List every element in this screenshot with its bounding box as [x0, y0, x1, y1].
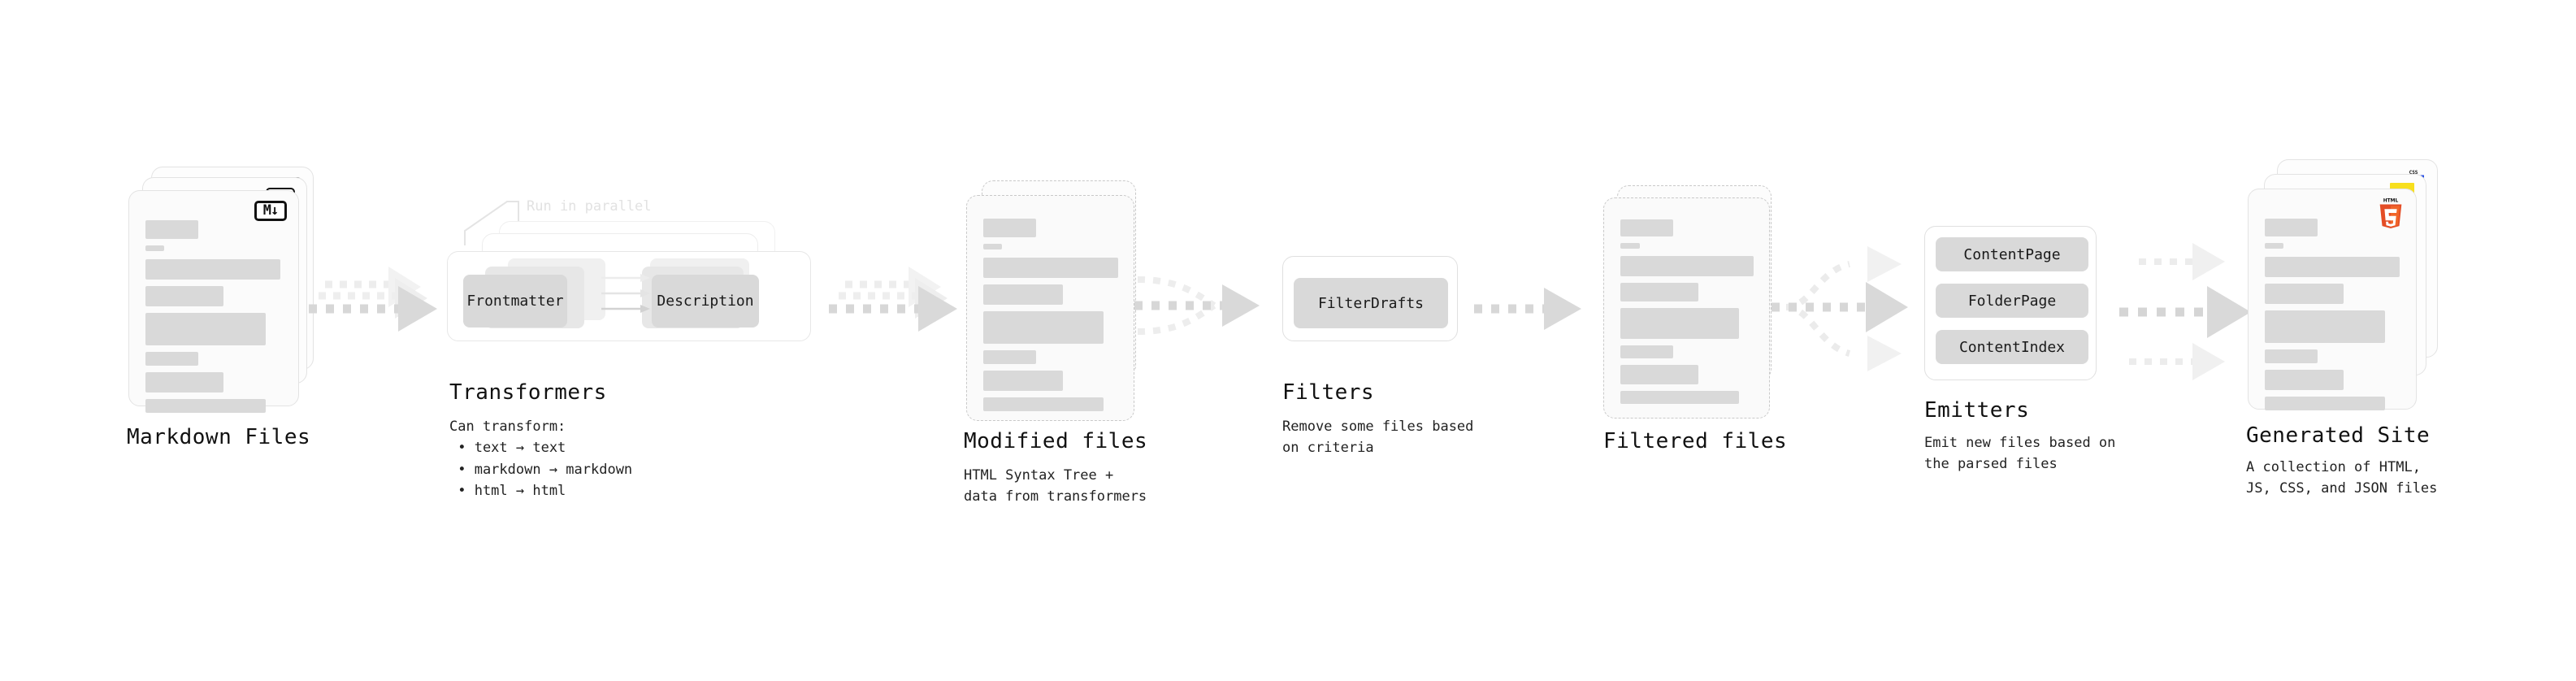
stage-title-modified-files: Modified files [964, 429, 1148, 453]
flow-arrow-markdown-to-transformers [309, 267, 437, 332]
bar [983, 219, 1036, 237]
bar [983, 371, 1063, 391]
bar [2265, 284, 2344, 304]
transformer-chip-description[interactable]: Description [652, 275, 759, 327]
bar [145, 313, 266, 345]
emitter-chip-contentpage[interactable]: ContentPage [1936, 237, 2088, 271]
bar [145, 220, 198, 239]
bar [983, 244, 1002, 249]
bar [145, 286, 223, 306]
flow-arrow-transformers-to-modified [829, 267, 957, 332]
emitter-chip-folderpage[interactable]: FolderPage [1936, 284, 2088, 318]
bar [1620, 256, 1754, 276]
bar [1620, 219, 1673, 236]
emitter-chip-contentindex[interactable]: ContentIndex [1936, 330, 2088, 364]
stage-description-emitters: Emit new files based on the parsed files [1924, 435, 2116, 473]
stage-description-modified-files: HTML Syntax Tree + data from transformer… [964, 467, 1147, 505]
flow-arrow-emitters-to-site [2119, 243, 2251, 380]
bar [983, 397, 1104, 411]
bar [983, 311, 1104, 344]
bar [145, 245, 164, 251]
svg-text:CSS: CSS [2409, 170, 2418, 176]
filter-chip-filterdrafts[interactable]: FilterDrafts [1294, 278, 1448, 328]
html5-badge-icon: HTML [2379, 199, 2402, 228]
bar [2265, 219, 2318, 236]
flow-arrow-filters-to-filtered [1474, 288, 1581, 330]
bar [2265, 397, 2385, 410]
markdown-file-card-front: M↓ [128, 190, 299, 413]
bar [1620, 391, 1739, 404]
bar [983, 284, 1063, 305]
document-placeholder-bars [1620, 219, 1754, 410]
modified-file-card-front [966, 195, 1134, 421]
stage-title-filters: Filters [1282, 380, 1375, 405]
bar [983, 258, 1118, 278]
generated-site-card-html: HTML [2248, 189, 2417, 410]
bar [2265, 243, 2283, 249]
stage-description-transformers: Can transform: • text → text • markdown … [449, 419, 633, 500]
document-placeholder-bars [2265, 219, 2401, 417]
stage-title-transformers: Transformers [449, 380, 607, 405]
bar [1620, 308, 1739, 339]
stage-title-filtered-files: Filtered files [1603, 429, 1788, 453]
stage-description-generated-site: A collection of HTML, JS, CSS, and JSON … [2246, 459, 2438, 497]
bar [1620, 365, 1698, 384]
document-placeholder-bars [983, 219, 1119, 418]
bar [2265, 257, 2400, 277]
bar [2265, 370, 2344, 390]
bar [983, 350, 1036, 364]
filtered-file-card-front [1603, 197, 1770, 419]
run-in-parallel-label: Run in parallel [527, 198, 652, 215]
transformer-chip-frontmatter[interactable]: Frontmatter [463, 275, 567, 327]
stage-title-generated-site: Generated Site [2246, 423, 2431, 448]
svg-text:HTML: HTML [2383, 199, 2399, 204]
flow-arrow-modified-to-filters [1134, 276, 1260, 335]
bar [145, 259, 280, 280]
stage-title-emitters: Emitters [1924, 398, 2030, 423]
stage-description-filters: Remove some files based on criteria [1282, 419, 1474, 457]
bar [145, 372, 223, 393]
bar [1620, 345, 1673, 358]
bar [1620, 283, 1698, 301]
bar [2265, 349, 2318, 363]
stage-title-markdown-files: Markdown Files [127, 425, 311, 449]
document-placeholder-bars [145, 220, 284, 419]
bar [145, 399, 266, 413]
bar [2265, 310, 2385, 343]
bar [1620, 243, 1640, 249]
flow-arrow-filtered-to-emitters [1772, 246, 1908, 371]
markdown-badge: M↓ [254, 201, 287, 221]
bar [145, 352, 198, 366]
